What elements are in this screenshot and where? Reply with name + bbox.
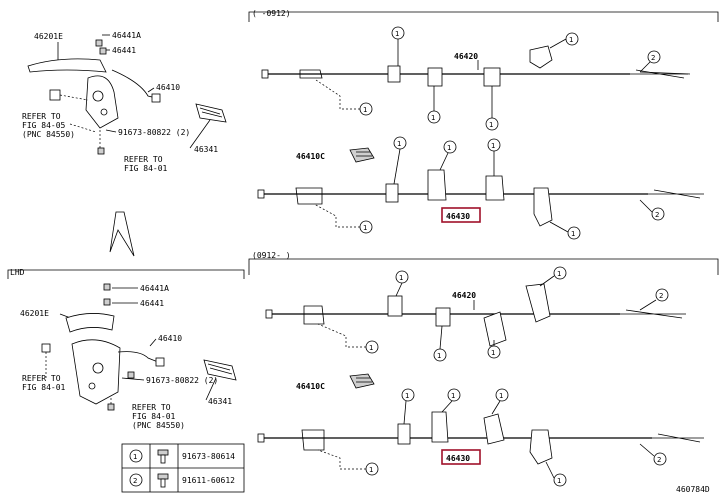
callout-2: 2	[655, 211, 659, 219]
range-top: ( -0912)	[252, 9, 291, 18]
callout-1: 1	[363, 106, 367, 114]
bottom-left-assembly: LHD 46441A 46441 46201E 46410 46341 9167…	[10, 268, 237, 430]
highlight-46430-bottom	[441, 449, 481, 465]
refer-bottom-1a: REFER TO	[22, 374, 61, 383]
lever-handle-top	[27, 58, 107, 73]
label-46441-top: 46441	[112, 46, 136, 55]
callout-1: 1	[491, 349, 495, 357]
callout-1: 1	[447, 144, 451, 152]
label-46441-bottom: 46441	[140, 299, 164, 308]
callout-1: 1	[369, 466, 373, 474]
label-46410-top: 46410	[156, 83, 180, 92]
legend-num-2: 2	[133, 477, 137, 485]
label-46420-top: 46420	[454, 52, 478, 61]
label-46441a-top: 46441A	[112, 31, 141, 40]
diagram-id: 460784D	[676, 485, 710, 494]
lever-handle-bottom	[65, 313, 115, 333]
callout-1: 1	[437, 352, 441, 360]
refer-top-1a: REFER TO	[22, 112, 61, 121]
label-46420-bottom: 46420	[452, 291, 476, 300]
callout-1: 1	[397, 140, 401, 148]
callout-1: 1	[569, 36, 573, 44]
top-left-assembly: 46201E 46441A 46441 46410 46341 91673-80…	[22, 31, 227, 173]
frames	[7, 11, 719, 279]
callout-1: 1	[363, 224, 367, 232]
bolt-icon	[157, 473, 169, 488]
lever-body-top	[85, 75, 119, 129]
bottom-right-section: (0912- ) 46420 1 1 2 1 1 1 46410C	[252, 251, 704, 487]
callout-1: 1	[571, 230, 575, 238]
callout-1: 1	[451, 392, 455, 400]
callout-2: 2	[659, 292, 663, 300]
callout-1: 1	[399, 274, 403, 282]
legend-table: 1 2 91673-80614 91611-60612	[121, 443, 245, 493]
refer-top-1c: (PNC 84550)	[22, 130, 75, 139]
refer-top-2a: REFER TO	[124, 155, 163, 164]
callout-1: 1	[557, 477, 561, 485]
callout-1: 1	[395, 30, 399, 38]
refer-bottom-1b: FIG 84-01	[22, 383, 66, 392]
callout-2: 2	[657, 456, 661, 464]
label-46410c-top: 46410C	[296, 152, 325, 161]
label-46201e-top: 46201E	[34, 32, 63, 41]
connector-46341-top	[195, 103, 227, 123]
label-bolt-bottom: 91673-80822 (2)	[146, 376, 218, 385]
callout-1: 1	[491, 142, 495, 150]
bracket-46410c-bottom	[349, 373, 375, 389]
refer-bottom-2a: REFER TO	[132, 403, 171, 412]
bracket-46410c-top	[349, 147, 375, 163]
label-46410c-bottom: 46410C	[296, 382, 325, 391]
refer-top-1b: FIG 84-05	[22, 121, 66, 130]
legend-num-1: 1	[133, 453, 137, 461]
refer-bottom-2b: FIG 84-01	[132, 412, 176, 421]
callout-1: 1	[369, 344, 373, 352]
label-bolt-top: 91673-80822 (2)	[118, 128, 190, 137]
callout-2: 2	[651, 54, 655, 62]
lhd-header: LHD	[10, 268, 25, 277]
bolt-icon	[157, 449, 169, 464]
label-46441a-bottom: 46441A	[140, 284, 169, 293]
top-right-section: ( -0912) 46420 1 1 2 1 1 1 46410C	[252, 9, 704, 240]
label-46341-top: 46341	[194, 145, 218, 154]
highlight-46430-top	[441, 207, 481, 223]
label-46430-top: 46430	[446, 212, 470, 221]
callout-1: 1	[499, 392, 503, 400]
refer-bottom-2c: (PNC 84550)	[132, 421, 185, 430]
callout-1: 1	[431, 114, 435, 122]
refer-top-2b: FIG 84-01	[124, 164, 168, 173]
up-arrow	[109, 211, 135, 257]
callout-1: 1	[557, 270, 561, 278]
label-46430-bottom: 46430	[446, 454, 470, 463]
callout-1: 1	[405, 392, 409, 400]
callout-1: 1	[489, 121, 493, 129]
legend-part-2: 91611-60612	[182, 476, 235, 485]
range-bottom: (0912- )	[252, 251, 291, 260]
label-46341-bottom: 46341	[208, 397, 232, 406]
label-46410-bottom: 46410	[158, 334, 182, 343]
label-46201e-bottom: 46201E	[20, 309, 49, 318]
legend-part-1: 91673-80614	[182, 452, 235, 461]
